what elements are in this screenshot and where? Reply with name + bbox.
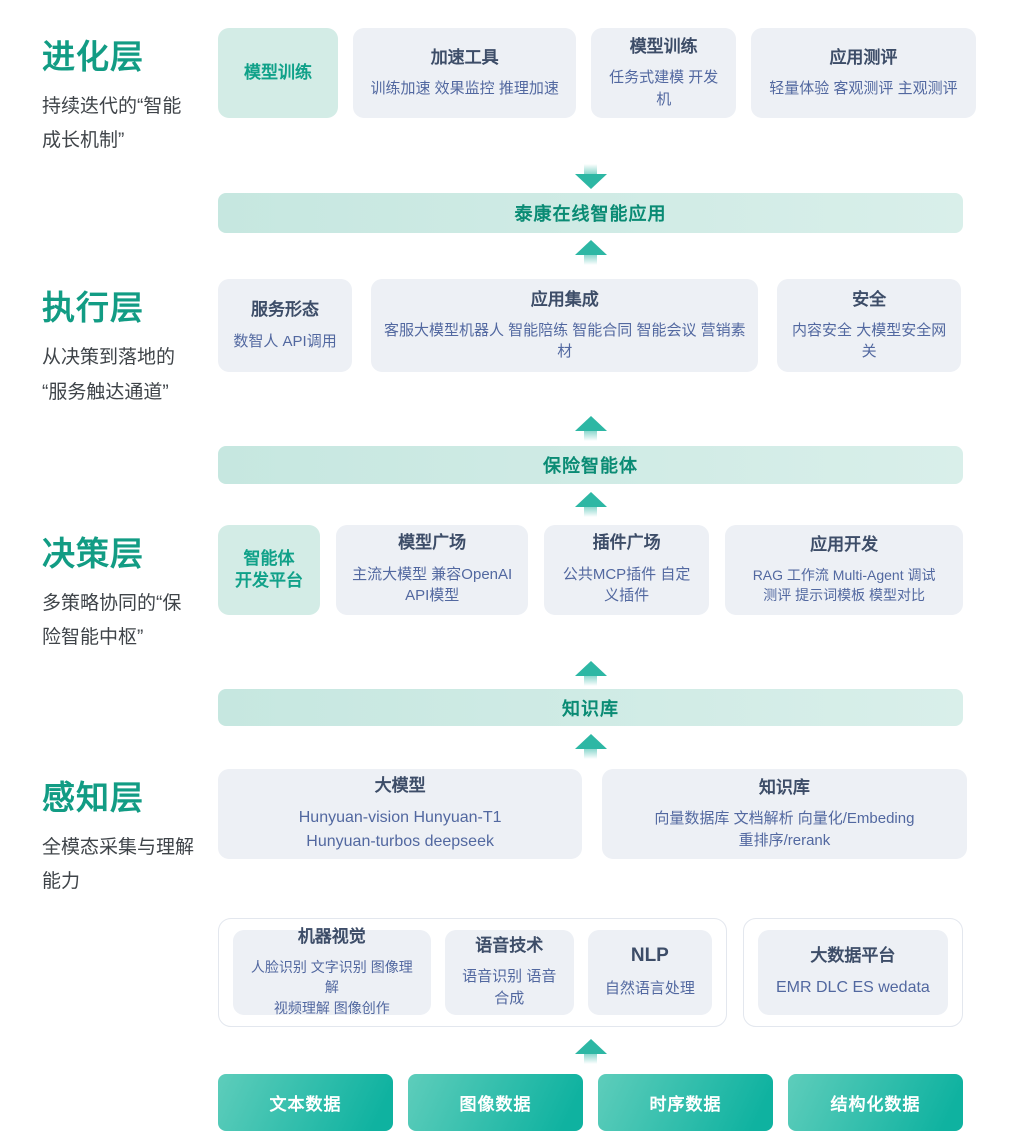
- box-sub: RAG 工作流 Multi-Agent 调试 测评 提示词模板 模型对比: [752, 567, 936, 604]
- banner-label: 知识库: [562, 698, 619, 719]
- box-machine-vision: 机器视觉 人脸识别 文字识别 图像理解 视频理解 图像创作: [233, 927, 431, 1016]
- box-title: 加速工具: [430, 47, 499, 67]
- box-title: 应用开发: [810, 534, 879, 554]
- box-large-models: 大模型 Hunyuan-vision Hunyuan-T1 Hunyuan-tu…: [218, 769, 583, 860]
- data-source-timeseries: 时序数据: [598, 1073, 773, 1131]
- flow-arrow-up-icon: [574, 661, 607, 687]
- perception-groups-row: 机器视觉 人脸识别 文字识别 图像理解 视频理解 图像创作 语音技术 语音识别 …: [0, 917, 963, 1027]
- box-title: 应用集成: [530, 289, 599, 309]
- box-title: 语音技术: [475, 935, 544, 955]
- box-model-plaza: 模型广场 主流大模型 兼容OpenAI API模型: [336, 524, 529, 615]
- group-big-data: 大数据平台 EMR DLC ES wedata: [742, 917, 963, 1027]
- layer-title: 感知层: [42, 779, 144, 817]
- layer-label-execution: 执行层 从决策到落地的 “服务触达通道”: [0, 279, 218, 409]
- box-model-training-highlight: 模型训练: [218, 28, 338, 118]
- box-sub: 轻量体验 客观测评 主观测评: [769, 79, 958, 97]
- banner-insurance-agent: 保险智能体: [218, 445, 963, 484]
- box-nlp: NLP 自然语言处理: [587, 929, 712, 1015]
- box-plugin-plaza: 插件广场 公共MCP插件 自定义插件: [544, 524, 709, 615]
- banner-knowledge-base: 知识库: [218, 689, 963, 727]
- box-sub: 自然语言处理: [604, 979, 695, 997]
- layer-title: 进化层: [42, 38, 144, 75]
- flow-arrow-down-icon: [574, 164, 607, 190]
- box-sub: 客服大模型机器人 智能陪练 智能合同 智能会议 营销素材: [383, 321, 746, 361]
- flow-arrow-up-icon: [574, 1038, 607, 1064]
- box-big-data-platform: 大数据平台 EMR DLC ES wedata: [757, 929, 948, 1015]
- banner-taikang-intelligent-apps: 泰康在线智能应用: [218, 193, 963, 234]
- box-model-training: 模型训练 任务式建模 开发机: [591, 28, 736, 118]
- layer-title: 决策层: [42, 534, 144, 572]
- box-service-forms: 服务形态 数智人 API调用: [218, 279, 353, 373]
- box-title: 模型训练: [243, 62, 312, 82]
- box-sub: 数智人 API调用: [233, 332, 337, 350]
- flow-arrow-up-icon: [574, 491, 607, 517]
- flow-arrow-up-icon: [574, 240, 607, 266]
- box-title: 智能体 开发平台: [235, 548, 304, 590]
- box-sub: 任务式建模 开发机: [609, 68, 719, 108]
- layer-label-perception: 感知层 全模态采集与理解 能力: [0, 769, 218, 899]
- box-knowledge-base: 知识库 向量数据库 文档解析 向量化/Embeding 重排序/rerank: [602, 769, 967, 860]
- box-app-development: 应用开发 RAG 工作流 Multi-Agent 调试 测评 提示词模板 模型对…: [724, 524, 964, 615]
- flow-arrow-up-icon: [574, 734, 607, 760]
- layer-label-decision: 决策层 多策略协同的“保 险智能中枢”: [0, 525, 218, 655]
- layer-row-evolution: 进化层 持续迭代的“智能 成长机制” 模型训练 加速工具 训练加速 效果监控 推…: [0, 28, 976, 158]
- layer-title: 执行层: [42, 289, 144, 327]
- data-sources-row: 文本数据 图像数据 时序数据 结构化数据: [0, 1073, 963, 1131]
- box-sub: 内容安全 大模型安全网关: [792, 321, 947, 361]
- layer-subtitle: 全模态采集与理解 能力: [42, 837, 195, 893]
- box-title: 安全: [852, 289, 887, 309]
- box-title: 模型广场: [398, 533, 467, 553]
- box-title: 大数据平台: [810, 945, 896, 965]
- architecture-diagram: 进化层 持续迭代的“智能 成长机制” 模型训练 加速工具 训练加速 效果监控 推…: [0, 28, 976, 1131]
- layer-row-execution: 执行层 从决策到落地的 “服务触达通道” 服务形态 数智人 API调用 应用集成…: [0, 279, 963, 409]
- box-sub: 公共MCP插件 自定义插件: [562, 565, 691, 605]
- box-sub: 主流大模型 兼容OpenAI API模型: [352, 565, 513, 605]
- box-acceleration-tools: 加速工具 训练加速 效果监控 推理加速: [352, 28, 577, 118]
- box-title: 机器视觉: [297, 927, 366, 947]
- box-title: 服务形态: [251, 300, 320, 320]
- box-speech-tech: 语音技术 语音识别 语音合成: [444, 929, 574, 1015]
- flow-arrow-up-icon: [574, 415, 607, 441]
- box-app-evaluation: 应用测评 轻量体验 客观测评 主观测评: [750, 28, 976, 118]
- layer-row-perception: 感知层 全模态采集与理解 能力 大模型 Hunyuan-vision Hunyu…: [0, 769, 967, 899]
- box-sub: Hunyuan-vision Hunyuan-T1 Hunyuan-turbos…: [298, 809, 502, 850]
- data-source-structured: 结构化数据: [788, 1073, 963, 1131]
- layer-row-decision: 决策层 多策略协同的“保 险智能中枢” 智能体 开发平台 模型广场 主流大模型 …: [0, 524, 964, 655]
- banner-label: 保险智能体: [543, 455, 638, 476]
- box-app-integration: 应用集成 客服大模型机器人 智能陪练 智能合同 智能会议 营销素材: [371, 279, 759, 373]
- layer-subtitle: 多策略协同的“保 险智能中枢”: [42, 592, 182, 648]
- box-agent-dev-platform: 智能体 开发平台: [218, 524, 321, 615]
- data-source-image: 图像数据: [408, 1073, 583, 1131]
- box-sub: 向量数据库 文档解析 向量化/Embeding 重排序/rerank: [654, 809, 915, 849]
- data-source-text: 文本数据: [218, 1073, 393, 1131]
- box-title: 知识库: [758, 777, 810, 797]
- group-ai-capabilities: 机器视觉 人脸识别 文字识别 图像理解 视频理解 图像创作 语音技术 语音识别 …: [218, 917, 727, 1027]
- layer-subtitle: 持续迭代的“智能 成长机制”: [42, 96, 182, 152]
- box-security: 安全 内容安全 大模型安全网关: [777, 279, 961, 373]
- box-title: NLP: [630, 945, 669, 967]
- box-title: 模型训练: [629, 36, 698, 56]
- layer-label-evolution: 进化层 持续迭代的“智能 成长机制”: [0, 28, 218, 158]
- box-title: 应用测评: [829, 47, 898, 67]
- box-title: 插件广场: [592, 533, 661, 553]
- box-title: 大模型: [374, 776, 426, 796]
- layer-subtitle: 从决策到落地的 “服务触达通道”: [42, 347, 176, 403]
- box-sub: 训练加速 效果监控 推理加速: [370, 79, 559, 97]
- banner-label: 泰康在线智能应用: [514, 204, 667, 225]
